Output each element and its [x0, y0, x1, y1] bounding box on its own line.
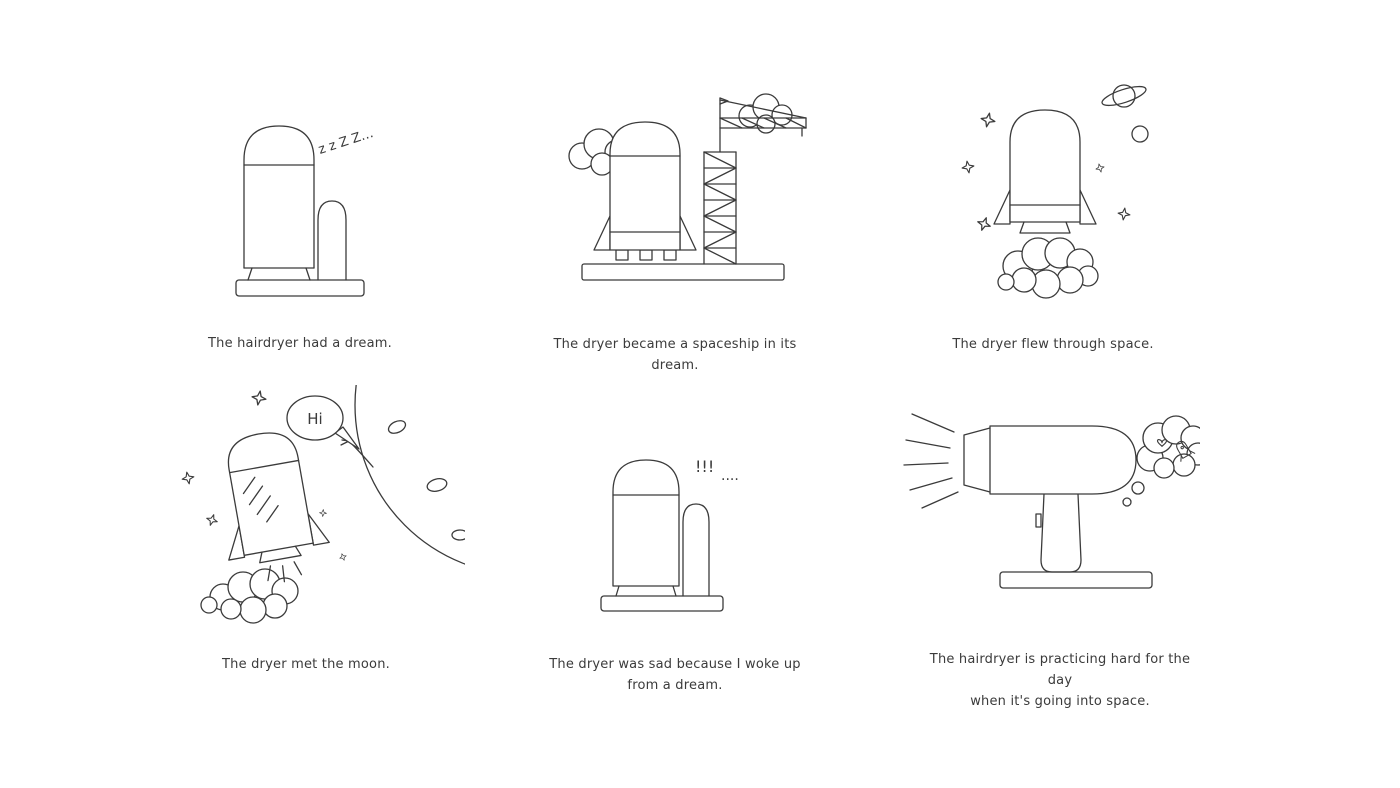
- panel-3-illustration: [960, 84, 1149, 299]
- nozzle: [963, 427, 991, 493]
- panel-5-illustration: !!! ....: [600, 457, 739, 612]
- panel-1-caption: The hairdryer had a dream.: [208, 336, 392, 351]
- heart-icon: [1156, 438, 1168, 447]
- sleep-zzz-text: z z Z Z…: [317, 126, 376, 158]
- moon-meeting-drawing: [180, 385, 465, 624]
- panel-1-illustration: z z Z Z…: [235, 125, 376, 297]
- panel-6-illustration: [903, 413, 1200, 589]
- moon-surface: [354, 385, 465, 565]
- stand-base: [235, 279, 365, 297]
- launch-tower: [703, 151, 737, 265]
- hairdryer-handle: [1035, 493, 1082, 573]
- exclaim-text: !!!: [695, 457, 714, 476]
- speech-bubble: [286, 395, 360, 450]
- launch-platform: [581, 263, 785, 281]
- moon-icon: [1131, 125, 1149, 143]
- mini-rocket-icon: [1176, 440, 1196, 462]
- exhaust-lines: [267, 561, 303, 583]
- stand-base: [999, 571, 1153, 589]
- exhaust-cloud: [200, 568, 299, 624]
- panel-3-caption: The dryer flew through space.: [952, 337, 1154, 352]
- panel-6-caption-line-1: The hairdryer is practicing hard for the…: [929, 652, 1191, 688]
- panel-6-caption-line-2: when it's going into space.: [970, 694, 1150, 709]
- crane-boom: [719, 99, 807, 137]
- air-flow-lines: [903, 413, 959, 509]
- hairdryer-barrel: [963, 425, 1137, 495]
- rocket-body: [1009, 109, 1081, 234]
- hairdryer-handle: [682, 503, 710, 597]
- rocket-flying: [227, 432, 330, 583]
- dots-text: ....: [721, 468, 739, 484]
- hairdryer-body: [612, 459, 680, 597]
- hi-greeting-text: Hi: [307, 410, 322, 428]
- panel-2-illustration: [568, 93, 807, 281]
- panel-4-caption: The dryer met the moon.: [222, 657, 390, 672]
- space-flight-drawing: [960, 84, 1149, 299]
- crane-mast: [719, 97, 729, 153]
- stand-base: [600, 595, 724, 612]
- hairdryer-body: [243, 125, 315, 281]
- body-hatching: [242, 476, 279, 523]
- rocket-body: [609, 121, 681, 251]
- hairdryer-handle: [317, 200, 347, 281]
- exhaust-cloud: [997, 237, 1099, 299]
- hairdryer-sleeping-drawing: [235, 125, 365, 297]
- panel-5-caption: The dryer was sad because I woke up from…: [549, 657, 801, 693]
- practicing-hairdryer-drawing: [903, 413, 1200, 589]
- saturn-icon: [1101, 84, 1147, 108]
- panel-2-caption: The dryer became a spaceship in its drea…: [553, 337, 797, 373]
- panel-6-caption: The hairdryer is practicing hard for the…: [925, 649, 1195, 712]
- panel-4-illustration: Hi: [180, 385, 465, 624]
- thought-bubble: [1122, 415, 1200, 507]
- sad-hairdryer-drawing: [600, 459, 724, 612]
- power-switch: [1035, 513, 1042, 528]
- engine-nozzles: [615, 249, 677, 261]
- launch-pad-drawing: [568, 93, 807, 281]
